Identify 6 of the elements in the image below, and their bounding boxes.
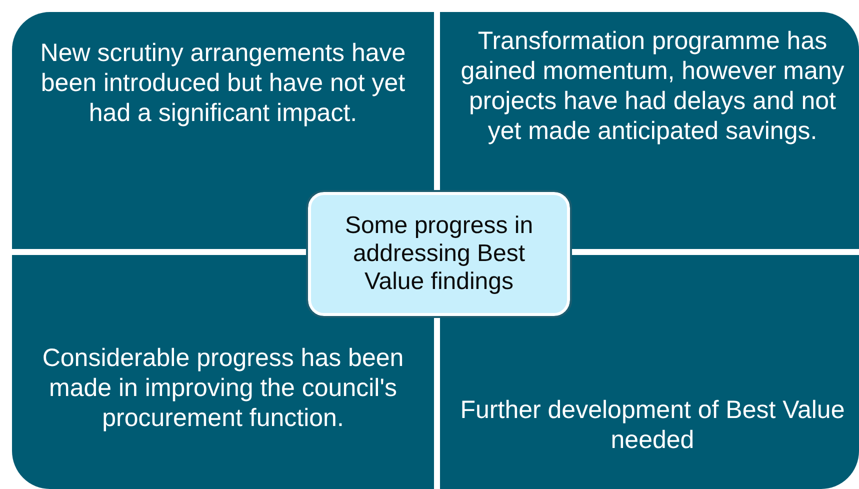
node-text: Considerable progress has been made in improving the council's procurement function. <box>41 343 405 433</box>
center-box <box>308 192 570 316</box>
node-text: Transformation programme has gained momentum, however many projects have had delays and not yet made anticipated savings. <box>460 26 845 146</box>
node-text: Some progress in addressing Best Value findings <box>344 212 534 296</box>
node-text: New scrutiny arrangements have been introduced but have not yet had a significant impact. <box>39 38 407 128</box>
node-text: Further development of Best Value needed <box>460 395 845 455</box>
